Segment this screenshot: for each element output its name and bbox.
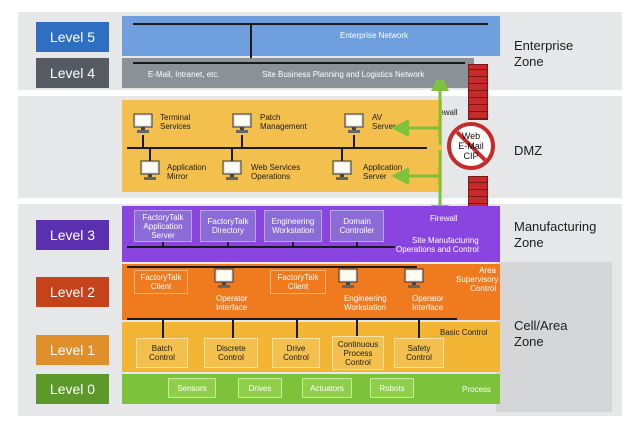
factorytalk-client-a-box: FactoryTalk Client <box>134 270 188 294</box>
continuous-process-control-box: Continuous Process Control <box>332 336 384 370</box>
firewall-top-icon <box>468 64 488 120</box>
dmz-drop-5 <box>231 149 233 161</box>
batch-control-box: Batch Control <box>136 338 188 368</box>
email-intranet-label: E-Mail, Intranet, etc. <box>148 70 220 79</box>
factorytalk-client-b-box: FactoryTalk Client <box>270 270 326 294</box>
dmz-drop-3 <box>353 135 355 147</box>
drives-box: Drives <box>238 378 282 398</box>
mfg-drop-1 <box>162 242 164 246</box>
process-label: Process <box>462 385 491 394</box>
firewall-bottom-label: Firewall <box>430 214 458 223</box>
blocked-slash-icon <box>455 130 487 162</box>
dmz-drop-6 <box>341 149 343 161</box>
sensors-box: Sensors <box>168 378 216 398</box>
av-server-icon <box>344 113 364 133</box>
level-0-label: Level 0 <box>36 374 109 404</box>
basic-control-label: Basic Control <box>440 328 488 337</box>
domain-controller-box: Domain Controller <box>330 210 384 242</box>
enterprise-network-label: Enterprise Network <box>340 31 409 40</box>
operator-interface-b-icon <box>404 268 424 288</box>
level-1-label: Level 1 <box>36 335 109 365</box>
safety-control-box: Safety Control <box>394 338 444 368</box>
dmz-band <box>122 100 442 192</box>
engineering-workstation-icon <box>338 268 358 288</box>
basic-drop-1 <box>162 318 164 338</box>
web-services-icon <box>222 160 242 180</box>
drive-control-box: Drive Control <box>272 338 320 368</box>
site-planning-label: Site Business Planning and Logistics Net… <box>262 70 425 79</box>
factorytalk-app-server-box: FactoryTalk Application Server <box>134 210 192 242</box>
factorytalk-directory-box: FactoryTalk Directory <box>200 210 256 242</box>
firewall-top-label: Firewall <box>430 108 458 117</box>
site-planning-bus <box>133 62 465 64</box>
terminal-services-icon <box>133 113 153 133</box>
mfg-drop-4 <box>356 242 358 246</box>
arrow-to-app-server-icon <box>391 150 442 185</box>
dmz-zone-label: DMZ <box>514 143 543 158</box>
basic-drop-2 <box>232 318 234 338</box>
basic-drop-5 <box>418 318 420 338</box>
mfg-drop-3 <box>292 242 294 246</box>
level-4-label: Level 4 <box>36 58 109 88</box>
dmz-drop-1 <box>142 135 144 147</box>
level-5-label: Level 5 <box>36 22 109 52</box>
enterprise-network-bus <box>133 23 488 25</box>
robots-box: Robots <box>370 378 414 398</box>
area-bus <box>127 266 417 268</box>
application-mirror-icon <box>140 160 160 180</box>
application-server-icon <box>332 160 352 180</box>
engineering-workstation-box: Engineering Workstation <box>264 210 322 242</box>
level-3-label: Level 3 <box>36 220 109 250</box>
discrete-control-box: Discrete Control <box>204 338 258 368</box>
manufacturing-bus <box>127 246 395 248</box>
cellarea-zone-shade <box>496 262 612 412</box>
dmz-bus <box>127 147 427 149</box>
patch-management-icon <box>232 113 252 133</box>
actuators-box: Actuators <box>302 378 352 398</box>
operator-interface-a-icon <box>214 268 234 288</box>
enterprise-network-drop <box>250 23 252 81</box>
basic-drop-4 <box>356 318 358 338</box>
basic-drop-3 <box>296 318 298 338</box>
dmz-drop-2 <box>241 135 243 147</box>
level-2-label: Level 2 <box>36 277 109 307</box>
basic-bus <box>127 318 457 320</box>
enterprise-network-band <box>122 16 500 56</box>
mfg-drop-2 <box>227 242 229 246</box>
dmz-drop-4 <box>149 149 151 161</box>
